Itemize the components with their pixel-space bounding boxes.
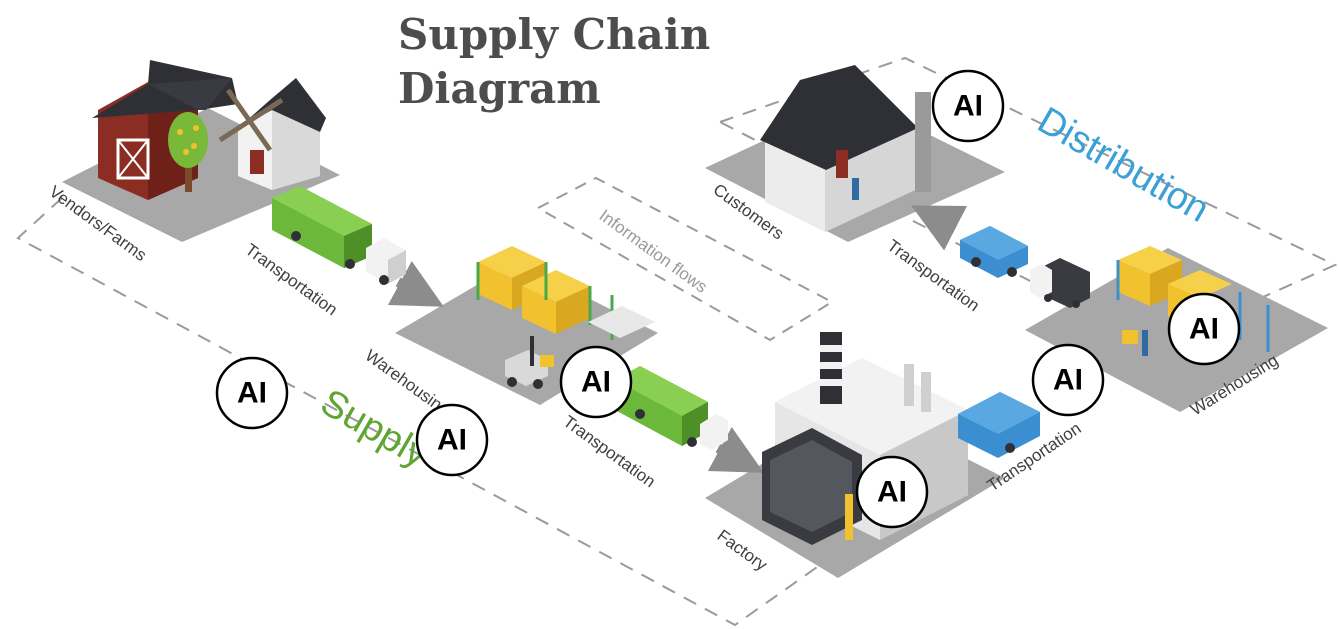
ai-badge-transportation-3: AI (1031, 343, 1105, 417)
tree-illustration (168, 112, 208, 192)
truck-2-illustration (615, 366, 728, 450)
arrow-transport-to-factory (707, 426, 764, 473)
forklift-illustration (505, 336, 554, 389)
diagram-title: Supply Chain Diagram (398, 8, 710, 116)
information-flows-outline (535, 176, 835, 342)
truck-3-illustration (958, 392, 1040, 458)
svg-text:AI: AI (877, 476, 907, 509)
svg-text:AI: AI (1189, 313, 1219, 346)
svg-text:AI: AI (953, 90, 983, 123)
truck-1-illustration (272, 186, 406, 285)
warehouse-1-racks-illustration (476, 246, 655, 340)
svg-text:AI: AI (437, 424, 467, 457)
ai-badge-customers: AI (931, 69, 1005, 143)
ai-badge-warehousing-2: AI (1167, 292, 1241, 366)
label-distribution: Distribution (1031, 99, 1217, 230)
windmill-house-illustration (218, 78, 326, 190)
title-line-2: Diagram (398, 64, 601, 113)
svg-text:AI: AI (581, 366, 611, 399)
ai-badge-warehousing-1: AI (559, 345, 633, 419)
label-factory: Factory (714, 526, 771, 575)
delivery-truck-illustration (1030, 258, 1090, 308)
supply-region-outline (16, 197, 821, 627)
arrow-transport-to-customers (911, 205, 968, 251)
svg-text:AI: AI (1053, 364, 1083, 397)
svg-text:AI: AI (237, 377, 267, 410)
label-information-flows: Information flows (596, 206, 711, 297)
arrow-transport-to-warehouse (387, 260, 444, 307)
ai-badge-supply-center: AI (415, 403, 489, 477)
customers-house-illustration (760, 65, 931, 232)
ai-badge-supply-left: AI (215, 356, 289, 430)
title-line-1: Supply Chain (398, 10, 711, 59)
ai-badge-factory: AI (855, 455, 929, 529)
delivery-van-illustration (960, 226, 1028, 278)
